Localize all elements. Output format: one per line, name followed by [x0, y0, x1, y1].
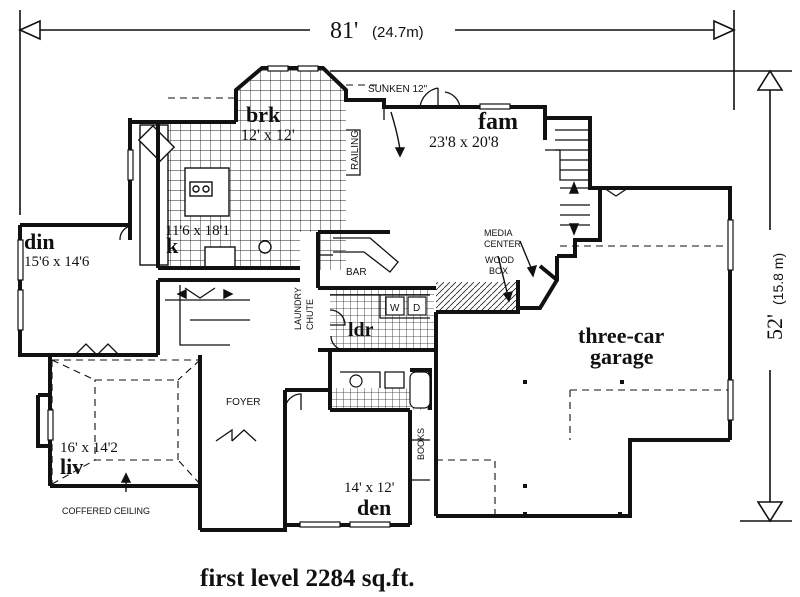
room-liv-dims: 16' x 14'2 [60, 440, 118, 456]
room-kitchen-dims: 11'6 x 18'1 [165, 223, 230, 239]
width-dimension-line [18, 10, 736, 215]
room-den-dims: 14' x 12' [344, 480, 395, 496]
laundry-note: LAUNDRY [293, 287, 303, 330]
garage-line2: garage [590, 344, 654, 369]
windows [17, 65, 734, 528]
tile-floors [168, 68, 518, 410]
room-fam-name: fam [478, 109, 518, 135]
room-brk-name: brk [246, 102, 281, 127]
wood-note-line1: WOOD [485, 255, 514, 265]
room-din-name: din [24, 229, 55, 254]
books-note: BOOKS [416, 428, 426, 460]
chute-note: CHUTE [305, 299, 315, 330]
room-kitchen-name: k [166, 233, 179, 258]
interior-lines [165, 107, 600, 481]
room-ldr-name: ldr [348, 319, 374, 341]
coffered-note: COFFERED CEILING [62, 506, 150, 516]
bar-note: BAR [346, 267, 367, 278]
plan-caption: first level 2284 sq.ft. [200, 565, 415, 592]
width-label: 81' [330, 18, 358, 44]
garage-line1: three-car [578, 323, 665, 348]
garage-markers [523, 380, 624, 516]
depth-dimension-line [330, 69, 792, 523]
foyer-note: FOYER [226, 397, 260, 408]
railing-note: RAILING [350, 130, 361, 170]
laundry-fixtures [349, 296, 431, 409]
wood-note-line2: BOX [489, 266, 508, 276]
media-note-line2: CENTER [484, 239, 522, 249]
width-metric: (24.7m) [372, 24, 424, 41]
room-den-name: den [357, 495, 391, 520]
kitchen-fixtures [137, 124, 272, 268]
room-brk-dims: 12' x 12' [241, 127, 295, 144]
depth-label: 52' [762, 314, 787, 340]
stair-arrows [120, 111, 580, 492]
sunken-note: SUNKEN 12" [368, 84, 428, 95]
room-fam-dims: 23'8 x 20'8 [429, 134, 499, 151]
depth-metric: (15.8 m) [770, 253, 786, 305]
room-liv-name: liv [60, 454, 83, 479]
room-din-dims: 15'6 x 14'6 [24, 254, 90, 270]
washer-label: W [390, 303, 400, 314]
doors [74, 87, 629, 442]
dryer-label: D [413, 303, 420, 314]
media-note-line1: MEDIA [484, 228, 513, 238]
